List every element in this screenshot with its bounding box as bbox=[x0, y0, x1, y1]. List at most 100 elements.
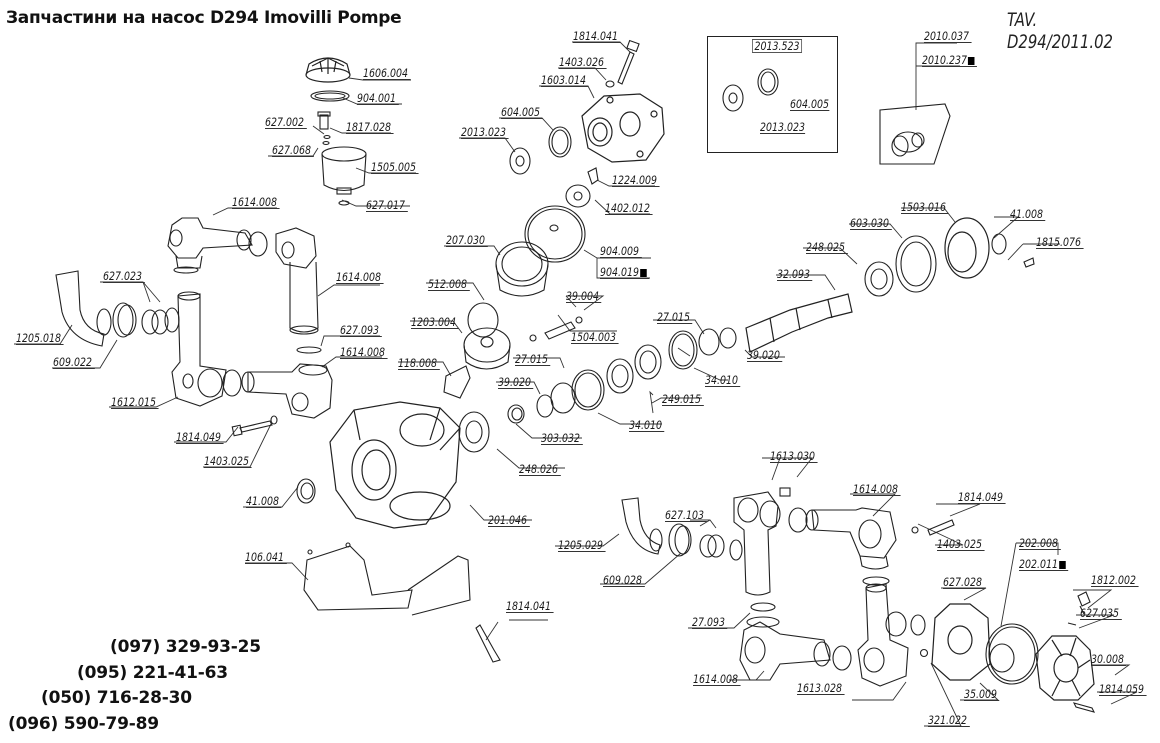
part-label-1613-030[interactable]: 1613.030 bbox=[770, 450, 818, 463]
part-label-303-032[interactable]: 303.032 bbox=[541, 432, 583, 445]
part-label-118-008[interactable]: 118.008 bbox=[398, 357, 440, 370]
part-label-1504-003[interactable]: 1504.003 bbox=[571, 331, 619, 344]
part-label-1817-028[interactable]: 1817.028 bbox=[346, 121, 394, 134]
part-label-1814-059[interactable]: 1814.059 bbox=[1099, 683, 1147, 696]
manifold-right-upper bbox=[275, 227, 319, 335]
part-label-34-010[interactable]: 34.010 bbox=[629, 419, 665, 432]
part-label-202-011[interactable]: 202.011 bbox=[1019, 558, 1068, 571]
part-label-27-015[interactable]: 27.015 bbox=[515, 353, 551, 366]
part-label-609-028[interactable]: 609.028 bbox=[603, 574, 645, 587]
part-label-27-093[interactable]: 27.093 bbox=[692, 616, 728, 629]
diaphragm-202-008 bbox=[985, 623, 1039, 685]
part-label-1224-009[interactable]: 1224.009 bbox=[612, 174, 660, 187]
part-label-1814-049[interactable]: 1814.049 bbox=[958, 491, 1006, 504]
part-label-627-068[interactable]: 627.068 bbox=[272, 144, 314, 157]
part-label-1612-015[interactable]: 1612.015 bbox=[111, 396, 159, 409]
part-label-904-019[interactable]: 904.019 bbox=[600, 266, 649, 279]
part-label-1403-025[interactable]: 1403.025 bbox=[937, 538, 985, 551]
o-ring-904-001 bbox=[310, 90, 350, 102]
part-label-1614-008[interactable]: 1614.008 bbox=[336, 271, 384, 284]
part-label-2010-037[interactable]: 2010.037 bbox=[924, 30, 972, 43]
part-label-1603-014[interactable]: 1603.014 bbox=[541, 74, 589, 87]
part-label-39-004[interactable]: 39.004 bbox=[566, 290, 602, 303]
part-label-1614-008[interactable]: 1614.008 bbox=[853, 483, 901, 496]
part-label-207-030[interactable]: 207.030 bbox=[446, 234, 488, 247]
part-label-1815-076[interactable]: 1815.076 bbox=[1036, 236, 1084, 249]
part-label-39-020[interactable]: 39.020 bbox=[498, 376, 534, 389]
part-label-248-026[interactable]: 248.026 bbox=[519, 463, 561, 476]
manifold-1613-028 bbox=[857, 583, 909, 687]
manifold-1614-008-d bbox=[805, 507, 897, 570]
part-label-321-022[interactable]: 321.022 bbox=[928, 714, 970, 727]
part-label-1812-002[interactable]: 1812.002 bbox=[1091, 574, 1139, 587]
valve-2013-023 bbox=[509, 147, 531, 175]
phone-number[interactable]: (096) 590-79-89 bbox=[8, 714, 159, 734]
part-label-35-009[interactable]: 35.009 bbox=[964, 688, 1000, 701]
part-label-202-008[interactable]: 202.008 bbox=[1019, 537, 1061, 550]
part-label-627-023[interactable]: 627.023 bbox=[103, 270, 145, 283]
part-label-512-008[interactable]: 512.008 bbox=[428, 278, 470, 291]
part-label-39-020[interactable]: 39.020 bbox=[747, 349, 783, 362]
part-label-1606-004[interactable]: 1606.004 bbox=[363, 67, 411, 80]
phone-number[interactable]: (097) 329-93-25 bbox=[110, 637, 261, 657]
part-label-1505-005[interactable]: 1505.005 bbox=[371, 161, 419, 174]
marker-square-icon bbox=[967, 57, 975, 65]
part-label-1403-025[interactable]: 1403.025 bbox=[204, 455, 252, 468]
phone-number[interactable]: (050) 716-28-30 bbox=[41, 688, 192, 708]
part-label-1205-018[interactable]: 1205.018 bbox=[16, 332, 64, 345]
part-label-1503-016[interactable]: 1503.016 bbox=[901, 201, 949, 214]
part-label-27-015[interactable]: 27.015 bbox=[657, 311, 693, 324]
phone-number[interactable]: (095) 221-41-63 bbox=[77, 663, 228, 683]
part-label-1814-041[interactable]: 1814.041 bbox=[506, 600, 554, 613]
marker-square-icon bbox=[639, 269, 647, 277]
flange-1503-016 bbox=[944, 217, 990, 279]
pump-body-201-046 bbox=[329, 401, 461, 529]
connecting-rod-118-008 bbox=[443, 365, 471, 399]
bolt-1814-049 bbox=[231, 420, 273, 437]
part-label-1614-008[interactable]: 1614.008 bbox=[693, 673, 741, 686]
part-label-627-103[interactable]: 627.103 bbox=[665, 509, 707, 522]
part-label-627-093[interactable]: 627.093 bbox=[340, 324, 382, 337]
part-label-604-005[interactable]: 604.005 bbox=[501, 106, 543, 119]
cylinder-207-030 bbox=[495, 241, 549, 297]
part-label-34-010[interactable]: 34.010 bbox=[705, 374, 741, 387]
kit-box-title: 2013.523 bbox=[752, 39, 802, 53]
part-label-2010-237[interactable]: 2010.237 bbox=[922, 54, 977, 67]
nut-609-028 bbox=[668, 523, 690, 557]
part-label-627-035[interactable]: 627.035 bbox=[1080, 607, 1122, 620]
part-label-1814-049[interactable]: 1814.049 bbox=[176, 431, 224, 444]
part-label-106-041[interactable]: 106.041 bbox=[245, 551, 287, 564]
part-label-609-022[interactable]: 609.022 bbox=[53, 356, 95, 369]
part-label-30-008[interactable]: 30.008 bbox=[1091, 653, 1127, 666]
part-label-1814-041[interactable]: 1814.041 bbox=[573, 30, 621, 43]
part-label-627-002[interactable]: 627.002 bbox=[265, 116, 307, 129]
part-label-2013-023[interactable]: 2013.023 bbox=[461, 126, 509, 139]
part-label-1203-004[interactable]: 1203.004 bbox=[411, 316, 459, 329]
part-label-904-009[interactable]: 904.009 bbox=[600, 245, 642, 258]
manifold-right-lower bbox=[241, 363, 333, 419]
part-label-1614-008[interactable]: 1614.008 bbox=[340, 346, 388, 359]
ring-604-005 bbox=[548, 126, 572, 158]
kit-part-label: 604.005 bbox=[790, 97, 830, 111]
part-label-1205-029[interactable]: 1205.029 bbox=[558, 539, 606, 552]
shaft-32-093 bbox=[745, 293, 853, 353]
part-label-1403-026[interactable]: 1403.026 bbox=[559, 56, 607, 69]
part-label-41-008[interactable]: 41.008 bbox=[1010, 208, 1046, 221]
air-chamber-cap bbox=[305, 57, 351, 83]
part-label-249-015[interactable]: 249.015 bbox=[662, 393, 704, 406]
part-label-627-028[interactable]: 627.028 bbox=[943, 576, 985, 589]
part-label-1402-012[interactable]: 1402.012 bbox=[605, 202, 653, 215]
part-label-1613-028[interactable]: 1613.028 bbox=[797, 682, 845, 695]
part-label-201-046[interactable]: 201.046 bbox=[488, 514, 530, 527]
cover-30-008 bbox=[1035, 635, 1095, 701]
part-label-1614-008[interactable]: 1614.008 bbox=[232, 196, 280, 209]
part-label-904-001[interactable]: 904.001 bbox=[357, 92, 399, 105]
o-ring-27-093 bbox=[750, 602, 776, 612]
seal-41-008-right bbox=[991, 233, 1007, 255]
part-label-627-017[interactable]: 627.017 bbox=[366, 199, 408, 212]
part-label-248-025[interactable]: 248.025 bbox=[806, 241, 848, 254]
part-label-603-030[interactable]: 603.030 bbox=[850, 217, 892, 230]
part-label-32-093[interactable]: 32.093 bbox=[777, 268, 813, 281]
part-label-41-008[interactable]: 41.008 bbox=[246, 495, 282, 508]
